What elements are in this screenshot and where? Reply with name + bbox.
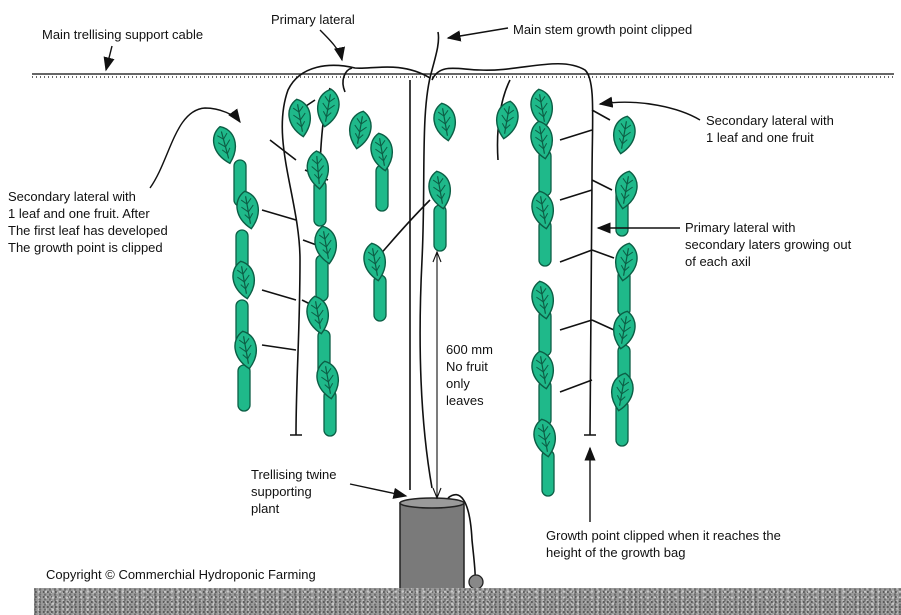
label-secondary-right: Secondary lateral with 1 leaf and one fr… (706, 112, 834, 146)
label-primary-with-secondary: Primary lateral with secondary laters gr… (685, 219, 851, 270)
growth-bag (400, 498, 483, 589)
label-main-cable: Main trellising support cable (42, 26, 203, 43)
dimension-line (433, 252, 441, 498)
ground (34, 588, 901, 615)
support-cable (32, 74, 894, 77)
label-growth-clipped: Growth point clipped when it reaches the… (546, 527, 781, 561)
label-main-stem-clipped: Main stem growth point clipped (513, 21, 692, 38)
label-primary-lateral: Primary lateral (271, 11, 355, 28)
label-twine: Trellising twine supporting plant (251, 466, 337, 517)
label-copyright: Copyright © Commerchial Hydroponic Farmi… (46, 566, 316, 583)
label-secondary-left: Secondary lateral with 1 leaf and one fr… (8, 188, 168, 256)
label-no-fruit: 600 mm No fruit only leaves (446, 341, 493, 409)
callout-pointers (106, 28, 700, 522)
